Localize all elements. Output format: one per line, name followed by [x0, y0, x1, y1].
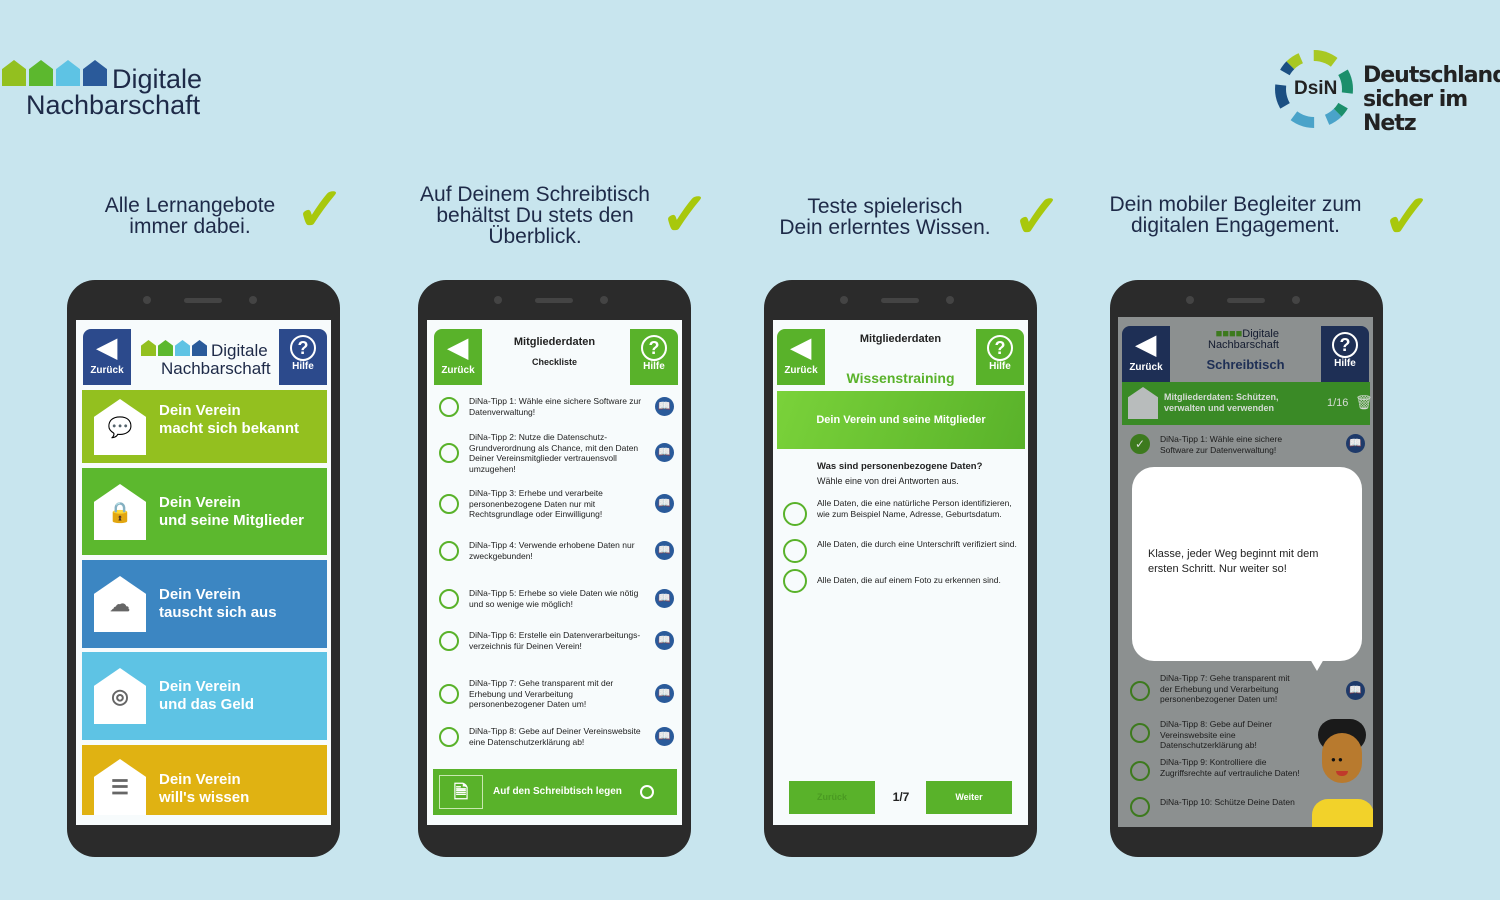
- page-subtitle: Wissenstraining: [846, 370, 955, 386]
- checklist-item[interactable]: DiNa-Tipp 3: Erhebe und verarbeite perso…: [439, 488, 674, 520]
- help-button[interactable]: ?Hilfe: [976, 329, 1024, 385]
- checkmark-icon: ✓: [295, 176, 346, 243]
- logo-text: Digitale: [112, 64, 203, 94]
- question-text: Was sind personenbezogene Daten?: [817, 461, 983, 472]
- help-button[interactable]: ?Hilfe: [279, 329, 327, 385]
- help-icon: ?: [290, 335, 316, 361]
- page-subtitle: Checkliste: [531, 357, 578, 367]
- page-subtitle: Schreibtisch: [1206, 357, 1285, 372]
- checklist-item[interactable]: DiNa-Tipp 8: Gebe auf Deiner Vereinswebs…: [1130, 719, 1365, 751]
- add-to-desk-button[interactable]: 🗎 Auf den Schreibtisch legen: [433, 769, 677, 815]
- book-icon[interactable]: 📖: [655, 630, 674, 650]
- checklist-item[interactable]: DiNa-Tipp 5: Erhebe so viele Daten wie n…: [439, 588, 674, 609]
- checklist-item[interactable]: DiNa-Tipp 2: Nutze die Datenschutz-Grund…: [439, 432, 674, 474]
- phone-home: ◀Zurück Digitale Nachbarschaft ?Hilfe 💬D…: [67, 280, 340, 857]
- logo-text: Nachbarschaft: [26, 90, 201, 120]
- checklist-item[interactable]: DiNa-Tipp 10: Schütze Deine Daten: [1130, 797, 1365, 817]
- radio-icon[interactable]: [439, 396, 459, 417]
- book-icon[interactable]: 📖: [655, 588, 674, 608]
- checklist-item[interactable]: DiNa-Tipp 7: Gehe transparent mit der Er…: [1130, 673, 1365, 705]
- digitale-nachbarschaft-logo: Digitale Nachbarschaft: [2, 60, 222, 130]
- answer-option[interactable]: Alle Daten, die eine natürliche Person i…: [783, 498, 1022, 526]
- radio-icon[interactable]: [439, 443, 459, 463]
- phone-checklist: ◀Zurück Mitgliederdaten Checkliste ?Hilf…: [418, 280, 691, 857]
- back-button[interactable]: ◀Zurück: [83, 329, 131, 385]
- item-text: DiNa-Tipp 2: Nutze die Datenschutz-Grund…: [469, 432, 639, 474]
- radio-icon: [640, 785, 654, 799]
- radio-icon[interactable]: [439, 493, 459, 514]
- topic-banner: Dein Verein und seine Mitglieder: [777, 391, 1025, 449]
- item-text: DiNa-Tipp 7: Gehe transparent mit der Er…: [469, 678, 614, 709]
- checklist-item[interactable]: DiNa-Tipp 9: Kontrolliere die Zugriffsre…: [1130, 757, 1365, 781]
- item-text: DiNa-Tipp 5: Erhebe so viele Daten wie n…: [469, 588, 639, 609]
- house-icon: [1128, 387, 1158, 419]
- book-icon[interactable]: 📖: [655, 443, 674, 462]
- back-button[interactable]: ◀Zurück: [777, 329, 825, 385]
- book-icon[interactable]: 📖: [655, 540, 674, 560]
- checkmark-icon: ✓: [660, 181, 711, 248]
- checklist-item[interactable]: DiNa-Tipp 7: Gehe transparent mit der Er…: [439, 678, 674, 710]
- answer-option[interactable]: Alle Daten, die auf einem Foto zu erkenn…: [783, 569, 1022, 593]
- speech-bubble-tail: [1310, 659, 1324, 671]
- book-icon[interactable]: 📖: [655, 726, 674, 746]
- quiz-icon: ☰: [94, 759, 146, 815]
- checklist-item[interactable]: DiNa-Tipp 1: Wähle eine sichere Software…: [439, 396, 674, 417]
- prev-button[interactable]: Zurück: [789, 781, 875, 814]
- question-hint: Wähle eine von drei Antworten aus.: [817, 476, 959, 486]
- phone-quiz: ◀Zurück Mitgliederdaten Wissenstraining …: [764, 280, 1037, 857]
- page-title: Mitgliederdaten: [513, 336, 596, 348]
- book-icon[interactable]: 📖: [655, 683, 674, 703]
- book-icon[interactable]: 📖: [655, 493, 674, 513]
- item-text: DiNa-Tipp 6: Erstelle ein Datenverarbeit…: [469, 630, 641, 651]
- radio-icon[interactable]: [439, 540, 459, 561]
- answer-option[interactable]: Alle Daten, die durch eine Unterschrift …: [783, 539, 1022, 563]
- item-text: DiNa-Tipp 4: Verwende erhobene Daten nur…: [469, 540, 635, 561]
- trash-icon[interactable]: 🗑: [1355, 394, 1373, 410]
- item-text: DiNa-Tipp 8: Gebe auf Deiner Vereinswebs…: [469, 726, 641, 747]
- back-button[interactable]: ◀Zurück: [434, 329, 482, 385]
- checklist-item[interactable]: DiNa-Tipp 8: Gebe auf Deiner Vereinswebs…: [439, 726, 674, 747]
- item-text: DiNa-Tipp 3: Erhebe und verarbeite perso…: [469, 488, 603, 519]
- back-arrow-icon: ◀: [97, 332, 117, 362]
- app-logo: Digitale Nachbarschaft: [141, 340, 271, 378]
- desk-card[interactable]: Mitgliederdaten: Schützen, verwalten und…: [1122, 382, 1373, 425]
- checklist-item[interactable]: DiNa-Tipp 6: Erstelle ein Datenverarbeit…: [439, 630, 674, 651]
- next-button[interactable]: Weiter: [926, 781, 1012, 814]
- item-text: DiNa-Tipp 1: Wähle eine sichere Software…: [469, 396, 642, 417]
- page-indicator: 1/7: [892, 790, 910, 804]
- speech-bubble: Klasse, jeder Weg beginnt mit dem ersten…: [1132, 467, 1362, 661]
- checkmark-icon: ✓: [1012, 183, 1063, 250]
- progress-count: 1/16: [1327, 397, 1349, 409]
- radio-icon[interactable]: [439, 726, 459, 747]
- help-button[interactable]: ?Hilfe: [1321, 326, 1369, 382]
- back-button[interactable]: ◀Zurück: [1122, 326, 1170, 382]
- desk-document-icon: 🗎: [439, 775, 483, 809]
- book-icon[interactable]: 📖: [655, 396, 674, 416]
- lock-shield-icon: 🔒: [94, 484, 146, 540]
- coin-icon: ◎: [94, 668, 146, 724]
- checklist-item[interactable]: ✓DiNa-Tipp 1: Wähle eine sichere Softwar…: [1130, 434, 1365, 455]
- checklist-item[interactable]: DiNa-Tipp 4: Verwende erhobene Daten nur…: [439, 540, 674, 561]
- radio-icon[interactable]: [439, 683, 459, 704]
- help-button[interactable]: ?Hilfe: [630, 329, 678, 385]
- checkmark-icon: ✓: [1382, 183, 1433, 250]
- radio-icon[interactable]: [439, 588, 459, 609]
- avatar-character: ● ●: [1312, 719, 1373, 827]
- cloud-icon: ☁: [94, 576, 146, 632]
- chat-icon: 💬: [94, 399, 146, 455]
- page-title: Mitgliederdaten: [859, 333, 942, 345]
- radio-icon[interactable]: [439, 630, 459, 651]
